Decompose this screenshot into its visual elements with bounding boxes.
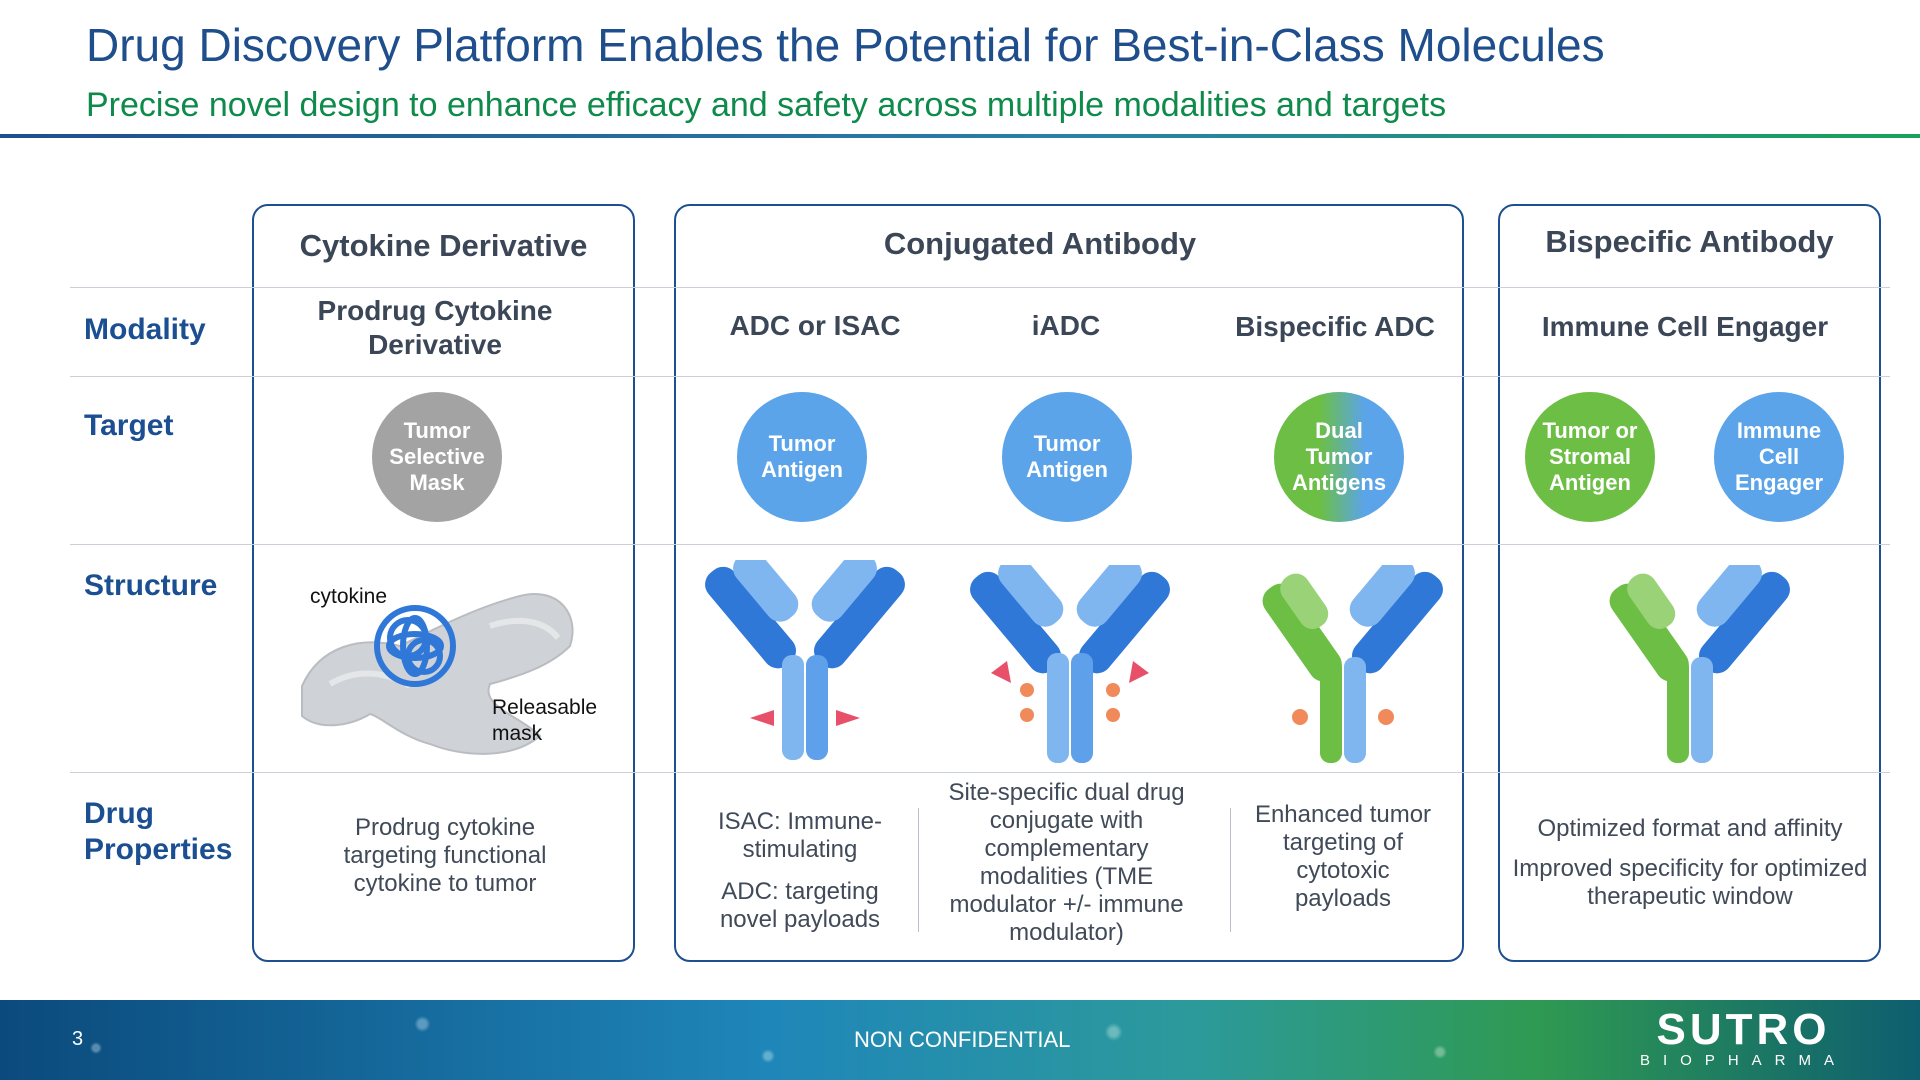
heading-bispecific-antibody: Bispecific Antibody	[1545, 224, 1834, 259]
structure-label-cytokine: cytokine	[310, 585, 388, 608]
heading-cytokine-derivative: Cytokine Derivative	[299, 228, 588, 263]
target-tumor-antigen-iadc: Tumor Antigen	[1002, 392, 1132, 522]
payload-shape	[991, 661, 1149, 722]
classification-label: NON CONFIDENTIAL	[854, 1027, 1071, 1052]
antibody-shape	[970, 565, 1170, 763]
cytokine-coil-shape	[374, 605, 456, 687]
properties-isac: ISAC: Immune-stimulating	[717, 808, 883, 863]
header-divider	[0, 134, 1920, 138]
modality-adc-or-isac: ADC or ISAC	[729, 310, 901, 341]
conjugated-antibody-panel	[674, 204, 1464, 962]
properties-divider-2	[1230, 808, 1231, 932]
adc-antibody-illustration	[705, 560, 905, 760]
properties-divider-1	[918, 808, 919, 932]
properties-adc: ADC: targeting novel payloads	[719, 878, 881, 933]
row-label-target: Target	[84, 409, 174, 442]
properties-optimized-format: Optimized format and affinity	[1537, 815, 1843, 842]
properties-iadc: Site-specific dual drug conjugate with c…	[948, 779, 1185, 946]
cytokine-derivative-panel	[252, 204, 635, 962]
antibody-shape	[1262, 565, 1443, 763]
target-immune-cell-engager: Immune Cell Engager	[1714, 392, 1844, 522]
sutro-biopharma-logo: SUTRO BIOPHARMA	[1640, 1005, 1848, 1070]
bispecific-antibody-illustration	[1609, 565, 1790, 763]
page-number: 3	[72, 1028, 84, 1050]
cytokine-prodrug-illustration	[301, 593, 574, 755]
footer-texture	[0, 1000, 1920, 1080]
heading-conjugated-antibody: Conjugated Antibody	[883, 226, 1197, 261]
target-tumor-selective-mask: Tumor Selective Mask	[372, 392, 502, 522]
row-label-structure: Structure	[84, 569, 218, 602]
row-divider-structure	[70, 772, 1890, 773]
footer-banner	[0, 1000, 1920, 1080]
row-divider-target	[70, 544, 1890, 545]
bispecific-antibody-panel	[1498, 204, 1881, 962]
properties-improved-specificity: Improved specificity for optimized thera…	[1512, 855, 1868, 910]
antibody-shape	[705, 560, 905, 760]
page-subtitle: Precise novel design to enhance efficacy…	[86, 86, 1447, 124]
modality-immune-cell-engager: Immune Cell Engager	[1541, 311, 1829, 342]
target-dual-tumor-antigens: Dual Tumor Antigens	[1274, 392, 1404, 522]
row-divider-modality	[70, 376, 1890, 377]
structure-label-releasable-mask: Releasable mask	[492, 696, 598, 745]
target-tumor-or-stromal-antigen: Tumor or Stromal Antigen	[1525, 392, 1655, 522]
payload-shape	[750, 710, 860, 726]
page-title: Drug Discovery Platform Enables the Pote…	[86, 19, 1605, 71]
modality-iadc: iADC	[1031, 310, 1101, 341]
iadc-antibody-illustration	[970, 565, 1170, 763]
row-label-modality: Modality	[84, 313, 206, 346]
modality-bispecific-adc: Bispecific ADC	[1235, 311, 1435, 342]
modality-prodrug-cytokine: Prodrug Cytokine Derivative	[317, 295, 553, 360]
antibody-shape	[1609, 565, 1790, 763]
payload-shape	[1292, 709, 1394, 725]
properties-cytokine: Prodrug cytokine targeting functional cy…	[343, 814, 547, 897]
target-tumor-antigen-adc: Tumor Antigen	[737, 392, 867, 522]
row-divider-header	[70, 287, 1890, 288]
properties-bispecific-adc: Enhanced tumor targeting of cytotoxic pa…	[1254, 801, 1432, 912]
bispecific-adc-antibody-illustration	[1262, 565, 1443, 763]
row-label-drug-properties: Drug Properties	[84, 797, 233, 866]
